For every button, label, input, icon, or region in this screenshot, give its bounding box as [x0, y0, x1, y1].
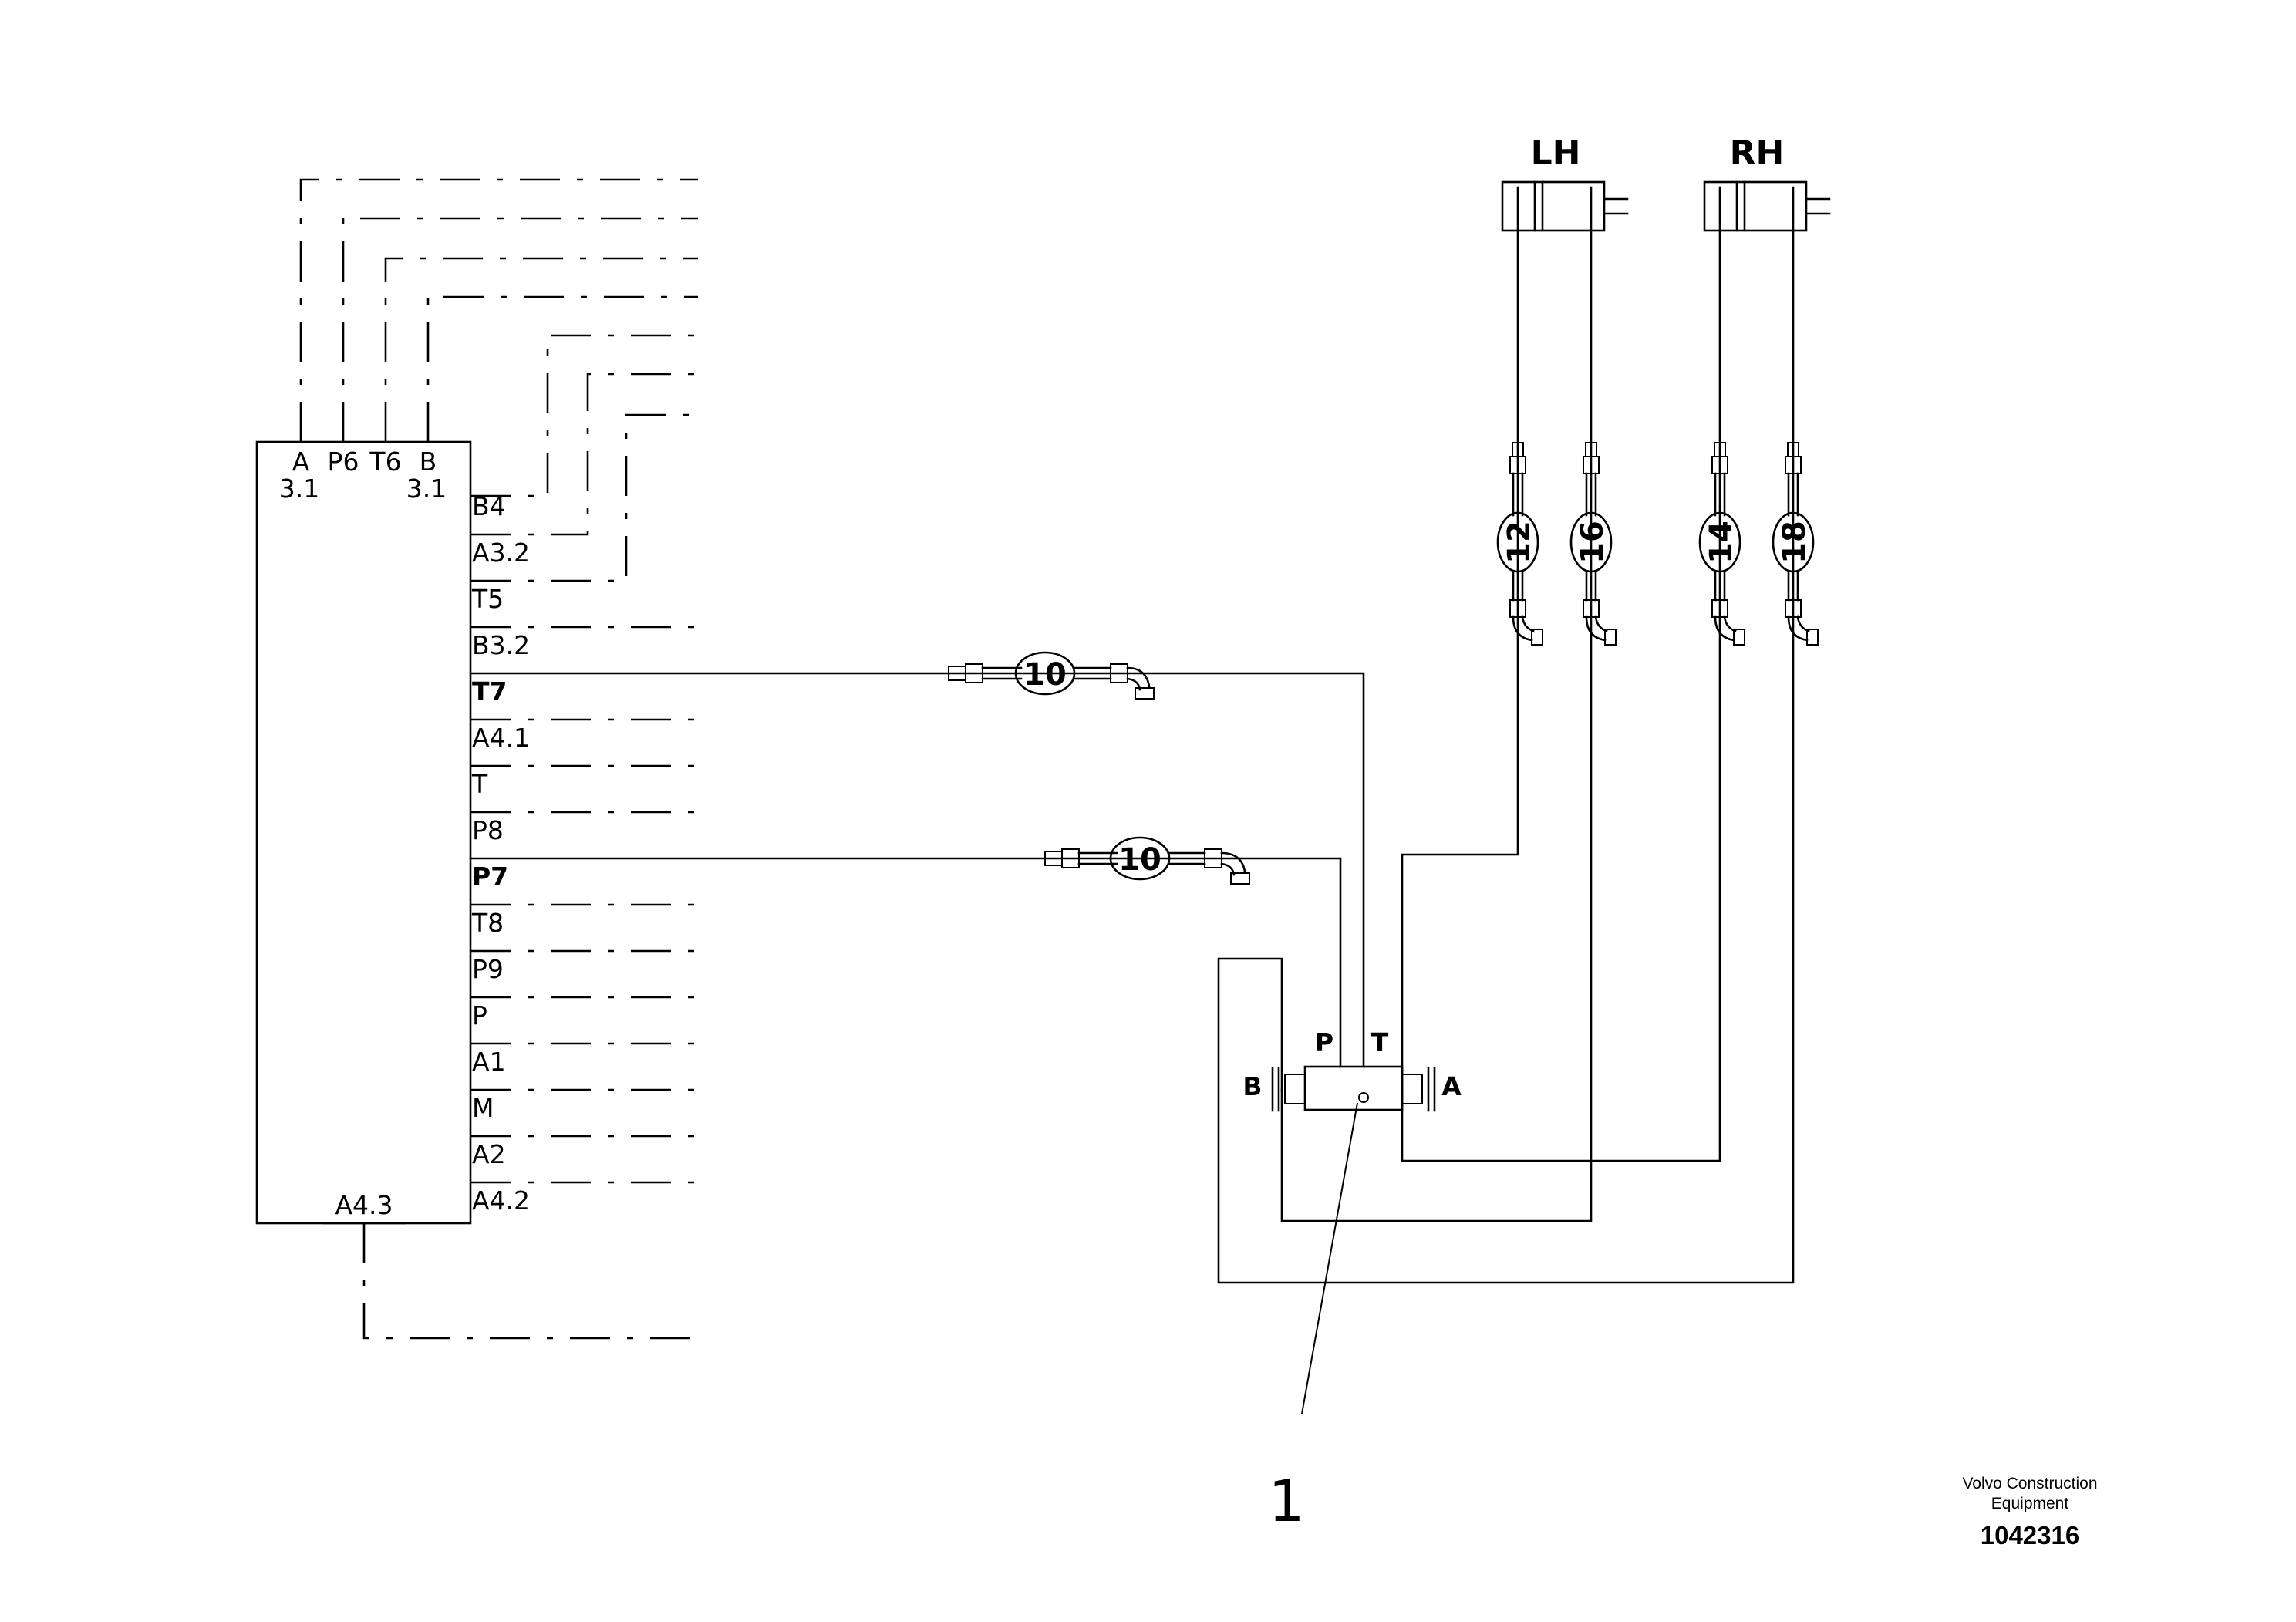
- footer-block: Volvo Construction Equipment 1042316: [1962, 1475, 2097, 1549]
- port-label-a4-1: A4.1: [472, 723, 530, 753]
- hose-12: 12: [1496, 442, 1543, 646]
- port-label-t6: T6: [369, 447, 401, 477]
- directional-valve: P T B A: [1242, 1027, 1462, 1415]
- port-label-a4-2: A4.2: [472, 1185, 530, 1216]
- hose-label-18: 18: [1777, 521, 1812, 564]
- valve-port-p: P: [1315, 1027, 1333, 1057]
- port-label-p8: P8: [472, 815, 504, 845]
- hose-label-10-lower: 10: [1118, 842, 1161, 878]
- port-label-b: B: [420, 447, 437, 477]
- footer-document-number: 1042316: [1981, 1521, 2079, 1549]
- port-label-a3-2: A3.2: [472, 538, 530, 568]
- hose-16: 16: [1569, 442, 1617, 646]
- port-label-m: M: [472, 1093, 494, 1123]
- port-label-p: P: [472, 1000, 487, 1030]
- port-sublabel-b: 3.1: [406, 474, 447, 504]
- hose-label-12: 12: [1502, 521, 1537, 564]
- cylinder-label-rh: RH: [1730, 133, 1785, 173]
- port-label-t8: T8: [471, 908, 504, 938]
- hose-label-10-upper: 10: [1023, 657, 1067, 693]
- cylinder-label-lh: LH: [1531, 133, 1581, 173]
- cylinder-rh: RH: [1703, 133, 1831, 232]
- port-label-t7: T7: [472, 676, 507, 706]
- valve-port-a: A: [1441, 1071, 1462, 1101]
- port-label-a: A: [292, 447, 310, 477]
- hose-label-16: 16: [1575, 521, 1610, 564]
- port-label-p7: P7: [472, 862, 508, 892]
- port-label-t5: T5: [471, 584, 504, 614]
- callout-number: 1: [1268, 1469, 1304, 1535]
- port-label-p9: P9: [472, 954, 504, 984]
- hose-lower: 10: [1044, 836, 1250, 885]
- port-sublabel-a: 3.1: [279, 474, 319, 504]
- hose-18: 18: [1772, 442, 1819, 646]
- pipe-network: [469, 186, 1795, 1284]
- port-label-t: T: [471, 769, 488, 799]
- port-label-p6: P6: [328, 447, 359, 477]
- valve-port-b: B: [1242, 1071, 1262, 1101]
- control-valve-block: A P6 T6 B 3.1 3.1 B4 A3.2 T5 B3.2 T7 A4.…: [255, 178, 698, 1340]
- hose-14: 14: [1698, 442, 1745, 646]
- port-label-a2: A2: [472, 1139, 506, 1169]
- cylinder-lh: LH: [1501, 133, 1629, 232]
- port-label-a4-3: A4.3: [335, 1190, 393, 1220]
- hose-label-14: 14: [1704, 521, 1739, 564]
- port-label-b4: B4: [472, 491, 506, 521]
- port-label-a1: A1: [472, 1047, 506, 1077]
- callout-leader: [1301, 1102, 1358, 1415]
- hose-upper: 10: [948, 651, 1155, 700]
- footer-company-line2: Equipment: [1991, 1495, 2069, 1512]
- valve-port-t: T: [1371, 1027, 1389, 1057]
- footer-company-line1: Volvo Construction: [1962, 1475, 2097, 1492]
- port-label-b3-2: B3.2: [472, 630, 530, 660]
